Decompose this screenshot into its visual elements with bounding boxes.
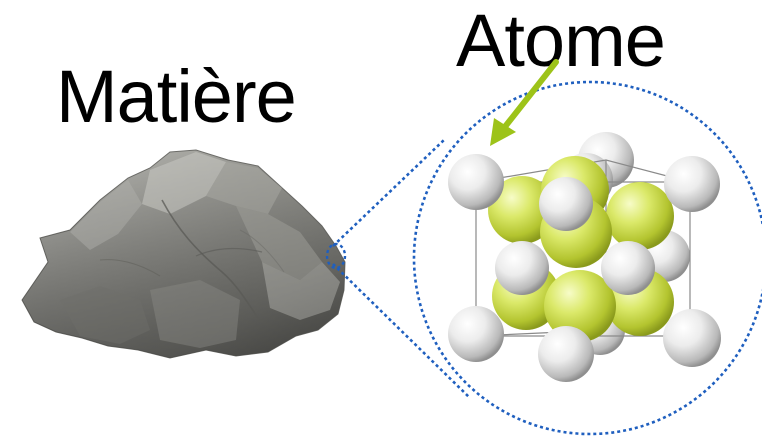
matter-label: Matière	[56, 55, 297, 138]
crystal-lattice-model	[448, 132, 721, 382]
arrow-icon	[490, 59, 559, 146]
rock-image	[21, 149, 346, 359]
zoom-source-circle	[325, 242, 347, 270]
magnifier-circle	[412, 80, 762, 436]
atom-label: Atome	[456, 0, 666, 82]
zoom-connector-lines	[332, 139, 471, 399]
